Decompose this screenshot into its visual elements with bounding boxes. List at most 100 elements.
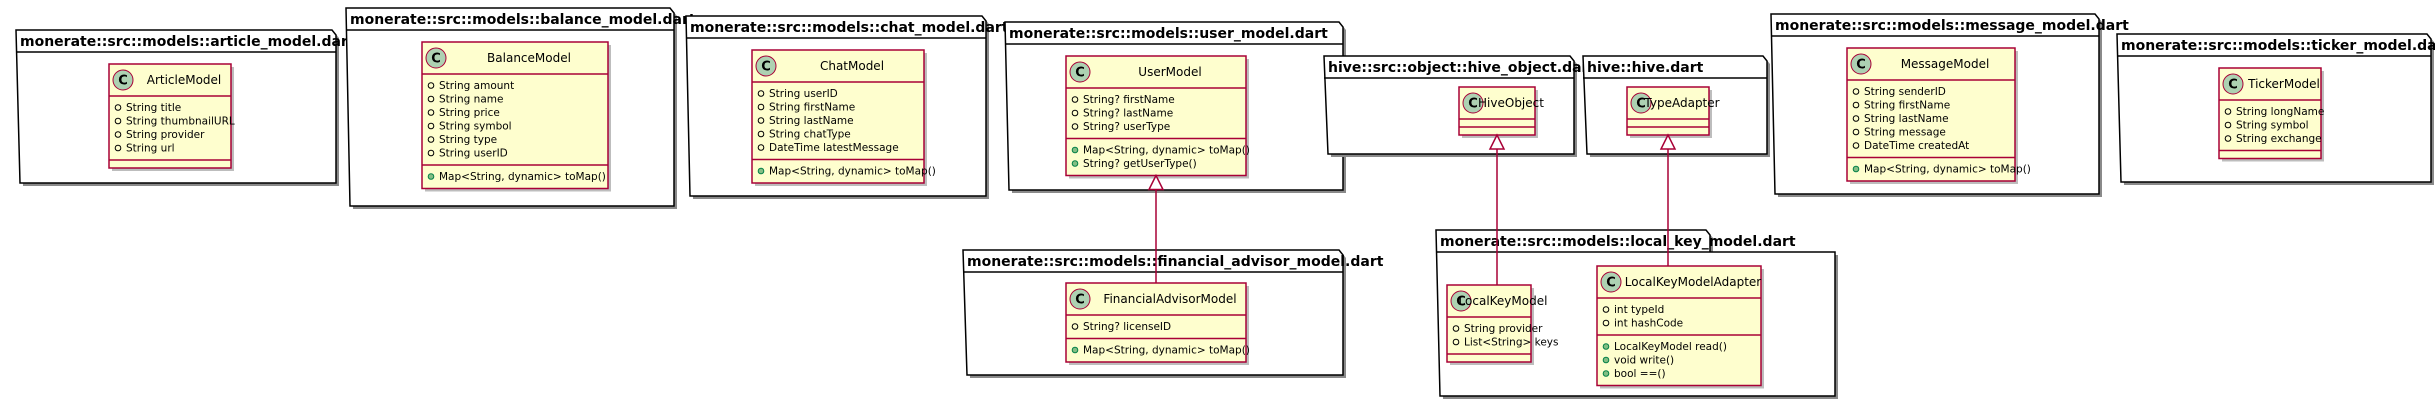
public-field-icon [2224,108,2232,115]
class-stereotype-icon [1850,53,1872,75]
class-box [1065,282,1247,363]
public-field-icon [1071,96,1079,103]
public-method-icon [1602,343,1610,350]
class-field: String chatType [769,129,851,141]
class-stereotype-letter: C [1075,293,1085,308]
inheritance-arrowhead [1488,133,1506,150]
class-field: String userID [769,88,838,100]
class-name: ArticleModel [147,73,222,87]
class-box [751,49,925,184]
class-stereotype-letter: C [2228,78,2238,93]
public-field-icon [1852,128,1860,136]
class-name: LocalKeyModel [1459,294,1548,308]
class-field: String url [126,143,175,155]
class-field: String lastName [769,115,854,127]
public-field-icon [1452,338,1460,346]
class-stereotype-icon [2222,73,2244,95]
class-field: String longName [2236,106,2324,118]
public-field-icon [427,109,435,116]
public-method-icon [1602,356,1610,364]
class-field: int typeId [1614,304,1664,316]
class-stereotype-icon [112,69,134,91]
class-method: Map<String, dynamic> toMap() [1083,345,1250,357]
class-field: String thumbnailURL [126,116,235,128]
class-method: Map<String, dynamic> toMap() [769,166,936,178]
class-field: String name [439,94,503,106]
class-method: bool ==() [1614,368,1666,380]
class-box [1065,55,1247,177]
class-field: String firstName [1864,100,1950,112]
inheritance-edge-financial-advisor-model [1147,173,1165,283]
class-field: DateTime createdAt [1864,140,1969,152]
inheritance-arrowhead [1147,173,1165,191]
public-field-icon [427,82,435,89]
class-field: String? lastName [1083,108,1173,120]
class-field: String? userType [1083,121,1170,133]
public-method-icon [1852,165,1860,173]
public-field-icon [757,90,765,97]
package-ticker-model: monerate::src::models::ticker_model.dart… [2116,33,2435,185]
class-name: LocalKeyModelAdapter [1625,275,1762,289]
class-box [421,41,609,190]
class-box [1846,47,2016,182]
package-title: monerate::src::models::message_model.dar… [1775,18,2129,34]
public-method-icon [1071,346,1079,354]
class-name: UserModel [1138,65,1201,79]
class-field: String senderID [1864,86,1946,98]
class-stereotype-letter: C [431,52,441,67]
public-method-icon [427,173,435,180]
public-field-icon [757,130,765,138]
public-field-icon [1602,319,1610,327]
public-field-icon [1852,142,1860,149]
class-method: Map<String, dynamic> toMap() [1864,164,2031,176]
public-field-icon [427,122,435,130]
class-field: String provider [126,129,205,141]
class-name: FinancialAdvisorModel [1103,292,1236,306]
public-field-icon [2224,121,2232,129]
class-stereotype-icon [755,55,777,77]
class-method: LocalKeyModel read() [1614,341,1727,353]
class-stereotype-icon [1630,92,1652,114]
class-stereotype-letter: C [118,74,128,89]
inheritance-edge-local-key-model [1488,133,1506,285]
public-field-icon [1852,88,1860,95]
class-stereotype-letter: C [1075,66,1085,81]
public-field-icon [2224,135,2232,142]
class-field: String symbol [2236,120,2309,132]
class-stereotype-icon [1450,290,1472,312]
class-stereotype-icon [425,47,447,69]
class-field: String title [126,102,181,114]
package-title: monerate::src::models::balance_model.dar… [350,12,696,28]
package-title: monerate::src::models::local_key_model.d… [1440,234,1796,250]
class-field: List<String> keys [1464,337,1558,349]
class-field: String? licenseID [1083,321,1171,333]
class-field: String provider [1464,323,1543,335]
class-field: int hashCode [1614,318,1683,330]
public-field-icon [1071,323,1079,330]
package-title: monerate::src::models::article_model.dar… [20,34,355,50]
class-field: String type [439,134,497,146]
public-method-icon [1071,146,1079,154]
public-field-icon [1602,306,1610,313]
public-field-icon [1452,325,1460,332]
class-field: String lastName [1864,113,1949,125]
class-field: String symbol [439,121,512,133]
class-method: String? getUserType() [1083,158,1197,170]
package-title: monerate::src::models::chat_model.dart [690,20,1009,36]
class-field: String exchange [2236,133,2322,145]
class-field: String amount [439,80,514,92]
class-field: DateTime latestMessage [769,142,899,154]
package-title: hive::src::object::hive_object.dart [1328,60,1595,76]
